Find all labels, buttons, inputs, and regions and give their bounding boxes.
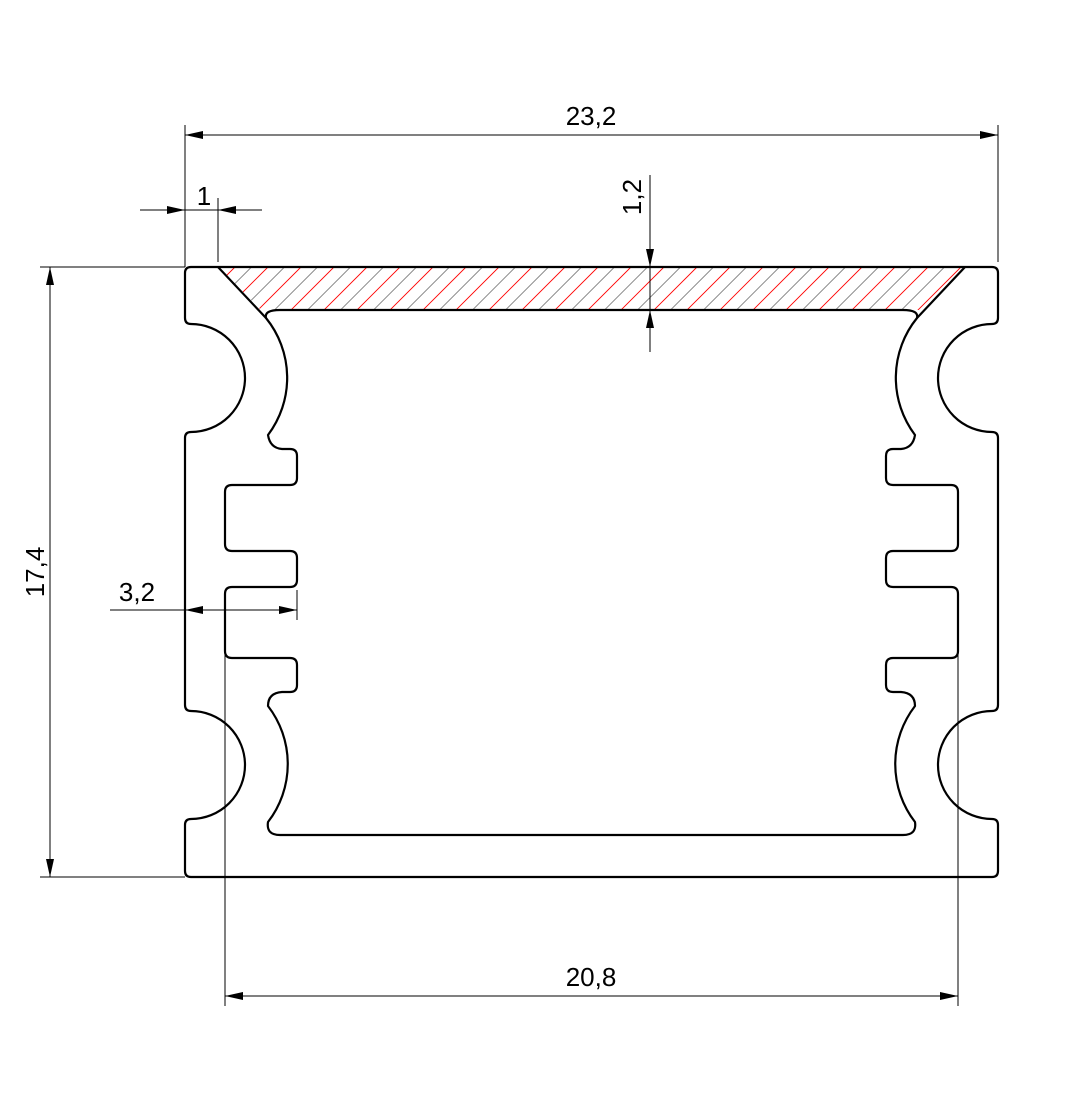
hatch-line bbox=[288, 267, 335, 310]
hatch-line bbox=[321, 267, 368, 310]
arrow-icon bbox=[225, 992, 243, 1000]
hatch-line bbox=[519, 267, 566, 310]
dimension-fin-depth: 3,2 bbox=[110, 577, 298, 620]
hatch-line bbox=[218, 267, 252, 310]
hatch-line bbox=[552, 267, 599, 310]
hatch-line bbox=[849, 267, 896, 310]
hatch-line bbox=[354, 267, 401, 310]
hatch-line bbox=[420, 267, 467, 310]
hatch-line bbox=[437, 267, 483, 310]
section-hatching bbox=[218, 267, 1044, 312]
profile-inner-contour bbox=[223, 308, 960, 837]
hatch-line bbox=[717, 267, 764, 310]
hatch-line bbox=[701, 267, 747, 310]
hatch-line bbox=[569, 267, 615, 310]
dimension-label: 1 bbox=[197, 181, 211, 211]
hatch-line bbox=[750, 267, 797, 310]
hatch-line bbox=[800, 267, 846, 310]
arrow-icon bbox=[46, 267, 54, 285]
hatch-line bbox=[767, 267, 813, 310]
hatch-line bbox=[915, 267, 962, 310]
hatch-line bbox=[272, 267, 318, 310]
hatch-line bbox=[305, 267, 351, 310]
hatch-line bbox=[222, 267, 269, 310]
arrow-icon bbox=[646, 249, 654, 267]
dimension-label: 17,4 bbox=[20, 547, 50, 598]
hatch-line bbox=[651, 267, 698, 310]
hatch-line bbox=[470, 267, 516, 310]
hatch-line bbox=[734, 267, 780, 310]
chamfer-right bbox=[916, 266, 966, 319]
hatch-line bbox=[503, 267, 549, 310]
dimension-label: 3,2 bbox=[119, 577, 155, 607]
hatch-line bbox=[585, 267, 632, 310]
hatch-line bbox=[932, 267, 965, 310]
hatch-line bbox=[387, 267, 434, 310]
hatch-line bbox=[833, 267, 879, 310]
arrow-icon bbox=[279, 606, 297, 614]
dimension-inner-width: 20,8 bbox=[224, 590, 959, 1006]
hatch-line bbox=[404, 267, 450, 310]
hatch-line bbox=[602, 267, 648, 310]
hatch-line bbox=[536, 267, 582, 310]
hatch-line bbox=[783, 267, 830, 310]
dimension-overall-height: 17,4 bbox=[20, 266, 185, 878]
dimension-top-thickness: 1,2 bbox=[617, 175, 654, 352]
hatch-line bbox=[618, 267, 665, 310]
hatch-line bbox=[218, 267, 236, 310]
dimension-wall-offset: 1 bbox=[140, 181, 262, 262]
dimension-label: 23,2 bbox=[566, 101, 617, 131]
hatch-line bbox=[684, 267, 731, 310]
hatch-line bbox=[999, 267, 1044, 312]
hatch-line bbox=[635, 267, 681, 310]
hatch-line bbox=[882, 267, 929, 310]
hatch-line bbox=[239, 267, 285, 310]
hatch-line bbox=[255, 267, 302, 310]
hatch-line bbox=[668, 267, 714, 310]
hatch-line bbox=[371, 267, 417, 310]
arrow-icon bbox=[218, 206, 236, 214]
arrow-icon bbox=[646, 310, 654, 328]
arrow-icon bbox=[46, 859, 54, 877]
hatch-line bbox=[453, 267, 500, 310]
arrow-icon bbox=[185, 131, 203, 139]
hatch-line bbox=[966, 267, 1011, 312]
dimension-overall-width: 23,2 bbox=[184, 101, 999, 267]
hatch-line bbox=[899, 267, 945, 310]
arrow-icon bbox=[980, 131, 998, 139]
dimension-label: 1,2 bbox=[617, 179, 647, 215]
hatch-line bbox=[982, 267, 1027, 312]
arrow-icon bbox=[167, 206, 185, 214]
hatch-line bbox=[338, 267, 384, 310]
hatch-line bbox=[816, 267, 863, 310]
dimension-label: 20,8 bbox=[566, 962, 617, 992]
chamfer-left bbox=[217, 266, 267, 319]
hatch-line bbox=[948, 267, 965, 310]
arrow-icon bbox=[940, 992, 958, 1000]
hatch-line bbox=[866, 267, 912, 310]
profile-outer-contour bbox=[183, 265, 1000, 879]
hatch-line bbox=[486, 267, 533, 310]
arrow-icon bbox=[185, 606, 203, 614]
